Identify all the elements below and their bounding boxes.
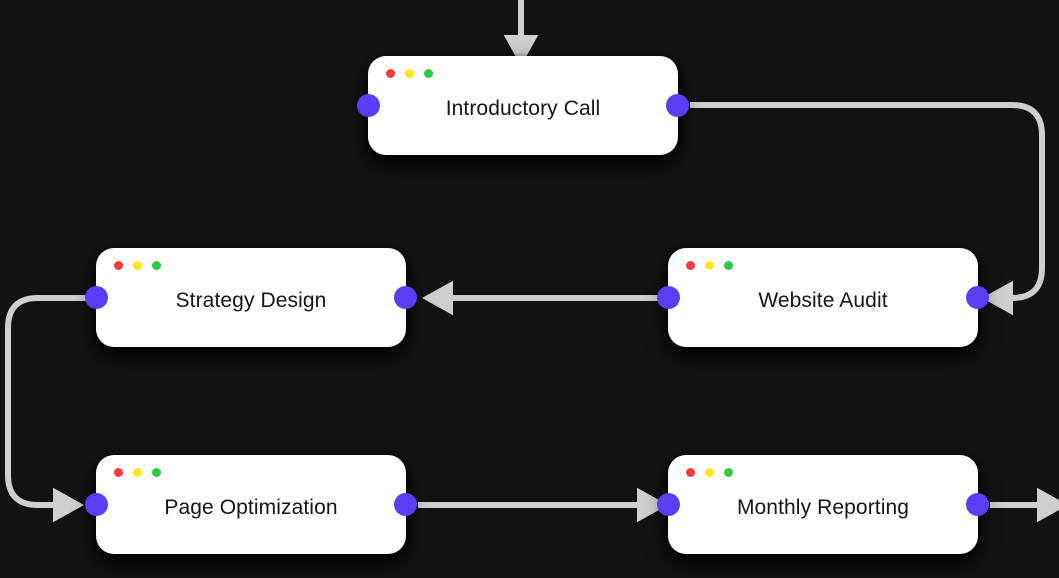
minimize-dot-icon: [705, 468, 714, 477]
port-right[interactable]: [394, 286, 417, 309]
window-dots: [114, 468, 161, 477]
node-label: Introductory Call: [445, 96, 601, 120]
minimize-dot-icon: [405, 69, 414, 78]
minimize-dot-icon: [133, 261, 142, 270]
close-dot-icon: [114, 468, 123, 477]
node-website-audit[interactable]: Website Audit: [657, 248, 989, 347]
window-dots: [114, 261, 161, 270]
maximize-dot-icon: [152, 468, 161, 477]
node-page-optimization[interactable]: Page Optimization: [85, 455, 417, 554]
node-monthly-reporting[interactable]: Monthly Reporting: [657, 455, 989, 554]
port-right[interactable]: [394, 493, 417, 516]
port-right[interactable]: [666, 94, 689, 117]
port-left[interactable]: [357, 94, 380, 117]
node-introductory-call[interactable]: Introductory Call: [357, 56, 689, 155]
port-right[interactable]: [966, 286, 989, 309]
node-strategy-design[interactable]: Strategy Design: [85, 248, 417, 347]
close-dot-icon: [386, 69, 395, 78]
node-label: Monthly Reporting: [736, 495, 910, 519]
node-label: Page Optimization: [164, 495, 338, 519]
port-right[interactable]: [966, 493, 989, 516]
minimize-dot-icon: [133, 468, 142, 477]
window-dots: [386, 69, 433, 78]
port-left[interactable]: [85, 493, 108, 516]
close-dot-icon: [114, 261, 123, 270]
maximize-dot-icon: [424, 69, 433, 78]
edge-strategy-design-to-page-optimization: [5, 295, 88, 523]
maximize-dot-icon: [724, 468, 733, 477]
port-left[interactable]: [657, 493, 680, 516]
port-left[interactable]: [657, 286, 680, 309]
close-dot-icon: [686, 468, 695, 477]
node-label: Website Audit: [758, 288, 888, 312]
window-dots: [686, 468, 733, 477]
port-left[interactable]: [85, 286, 108, 309]
node-label: Strategy Design: [175, 288, 327, 312]
maximize-dot-icon: [152, 261, 161, 270]
